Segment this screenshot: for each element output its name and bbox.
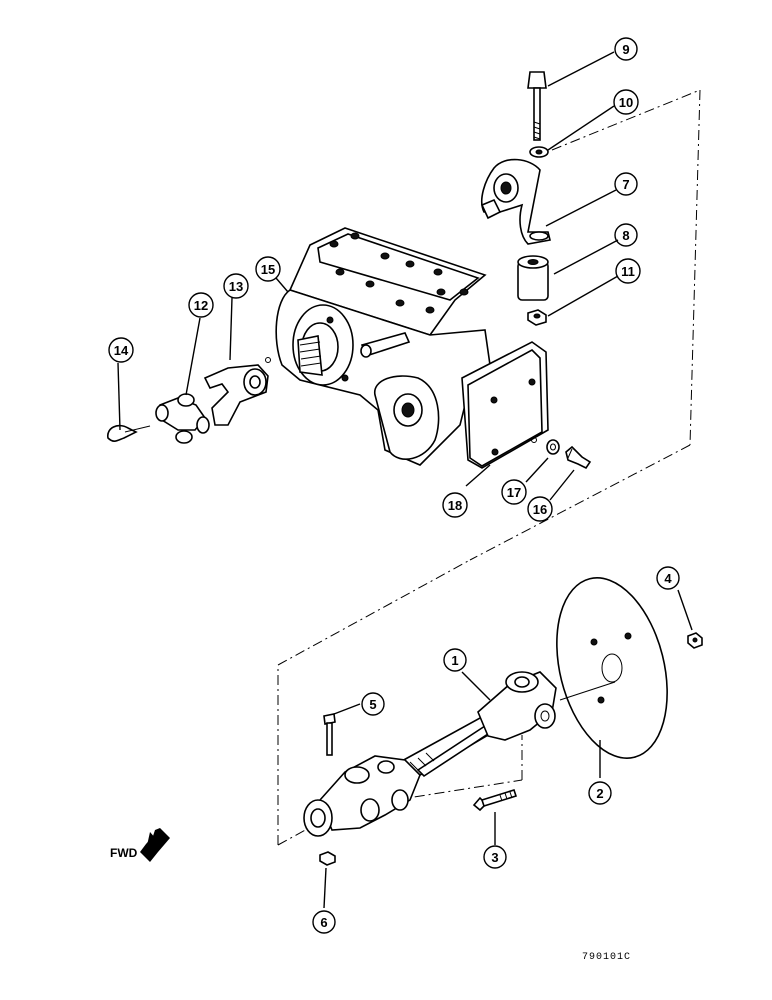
callout-5: 5 (361, 692, 385, 716)
svg-text:13: 13 (229, 279, 243, 294)
drive-shaft-assembly (303, 671, 557, 866)
callout-14: 14 (108, 337, 134, 363)
callout-4: 4 (656, 566, 680, 590)
callout-8: 8 (614, 223, 638, 247)
forward-arrow-icon (140, 828, 170, 862)
callout-15: 15 (255, 256, 281, 282)
svg-text:17: 17 (507, 485, 521, 500)
callout-18: 18 (442, 492, 468, 518)
left-universal-joint (107, 357, 271, 444)
svg-text:8: 8 (622, 228, 629, 243)
callout-3: 3 (483, 845, 507, 869)
svg-text:4: 4 (664, 571, 672, 586)
upper-mount-assembly (480, 71, 551, 326)
callout-11: 11 (615, 258, 641, 284)
callout-12: 12 (188, 292, 214, 318)
svg-text:9: 9 (622, 42, 629, 57)
callout-13: 13 (223, 273, 249, 299)
forward-direction-indicator: FWD (110, 828, 170, 862)
svg-text:1: 1 (451, 653, 458, 668)
svg-text:14: 14 (114, 343, 129, 358)
svg-text:6: 6 (320, 915, 327, 930)
svg-text:3: 3 (491, 850, 498, 865)
svg-text:12: 12 (194, 298, 208, 313)
cover-bolts (326, 232, 469, 382)
callout-17: 17 (501, 479, 527, 505)
callout-2: 2 (588, 781, 612, 805)
callout-7: 7 (614, 172, 638, 196)
disc-assembly (556, 577, 703, 759)
upper-assembly-boundary (469, 89, 701, 561)
gearbox-housing (275, 227, 491, 466)
svg-text:16: 16 (533, 502, 547, 517)
callout-16: 16 (527, 496, 553, 522)
fwd-label: FWD (110, 846, 138, 860)
callout-10: 10 (613, 89, 639, 115)
svg-text:10: 10 (619, 95, 633, 110)
bolt-washer-parts (531, 437, 592, 470)
svg-text:7: 7 (622, 177, 629, 192)
mounting-plate (461, 341, 549, 469)
callout-6: 6 (312, 910, 336, 934)
svg-text:15: 15 (261, 262, 275, 277)
callout-1: 1 (443, 648, 467, 672)
svg-text:2: 2 (596, 786, 603, 801)
callout-9: 9 (614, 37, 638, 61)
figure-id: 790101C (582, 952, 631, 963)
svg-text:5: 5 (369, 697, 376, 712)
svg-text:11: 11 (621, 264, 635, 279)
svg-text:18: 18 (448, 498, 462, 513)
leader-lines (117, 51, 693, 909)
